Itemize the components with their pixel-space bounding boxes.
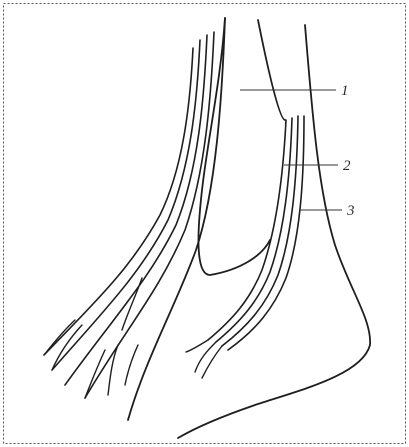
left-fringe bbox=[85, 345, 138, 398]
right-line-1 bbox=[208, 120, 286, 340]
label-3: 3 bbox=[346, 203, 355, 219]
left-lower-fringe bbox=[44, 320, 82, 370]
left-outer-contour bbox=[128, 18, 225, 420]
left-line-3 bbox=[65, 35, 207, 385]
label-2: 2 bbox=[343, 158, 351, 174]
right-line-4 bbox=[228, 116, 304, 350]
right-fringe bbox=[186, 340, 222, 378]
right-line-3 bbox=[222, 116, 298, 346]
left-tendon-bundle bbox=[44, 32, 214, 398]
central-right-contour bbox=[258, 20, 285, 120]
central-loop bbox=[198, 18, 270, 275]
label-1: 1 bbox=[341, 83, 349, 99]
right-line-2 bbox=[216, 118, 292, 342]
left-line-4 bbox=[85, 32, 214, 398]
